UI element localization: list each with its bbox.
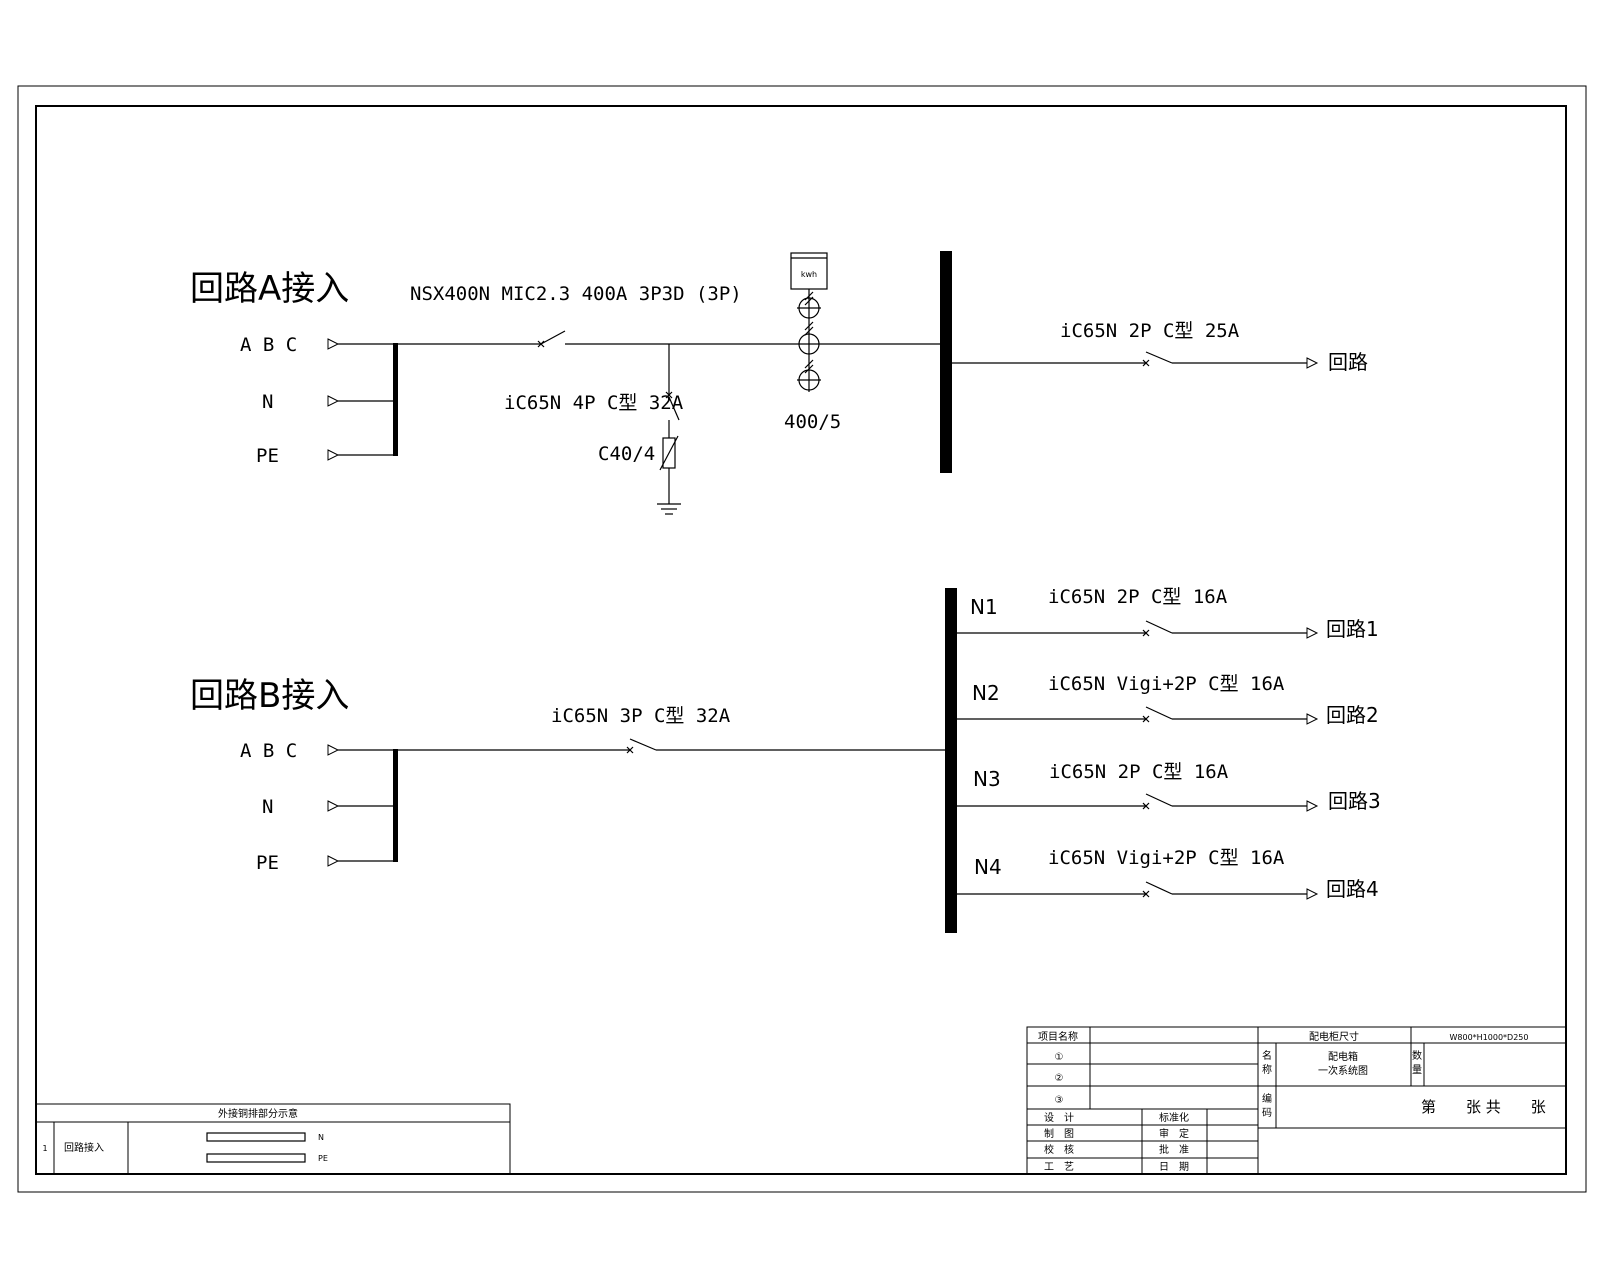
role-approve: 批 准 bbox=[1159, 1143, 1189, 1156]
output-label-n1: 回路1 bbox=[1326, 617, 1379, 641]
copper-bar-table: 外接铜排部分示意 1 回路接入 N PE bbox=[35, 1103, 511, 1175]
arrow-out-a bbox=[1306, 357, 1319, 369]
arrow-a-n bbox=[327, 395, 340, 407]
role-design: 设 计 bbox=[1044, 1111, 1074, 1124]
outer-border bbox=[17, 85, 1587, 1193]
role-date: 日 期 bbox=[1159, 1161, 1189, 1173]
arrow-b-abc bbox=[327, 744, 340, 756]
role-drafting: 制 图 bbox=[1044, 1127, 1074, 1140]
current-transformer-icon: kwh bbox=[790, 252, 828, 392]
circuit-a-phase-abc: A B C bbox=[240, 334, 297, 356]
kwh-meter-label: kwh bbox=[801, 270, 817, 279]
copper-table-row-no: 1 bbox=[42, 1144, 47, 1153]
role-check: 校 核 bbox=[1044, 1143, 1074, 1156]
name-label-2: 称 bbox=[1262, 1063, 1272, 1076]
name-value-1: 配电箱 bbox=[1328, 1050, 1358, 1063]
arrow-b-pe bbox=[327, 855, 340, 867]
bus-label-n3: N3 bbox=[973, 767, 1001, 791]
name-label-1: 名 bbox=[1262, 1049, 1272, 1062]
name-value-2: 一次系统图 bbox=[1318, 1064, 1368, 1077]
sheet-number: 第 张 共 张 bbox=[1421, 1098, 1546, 1116]
ct-ratio-label: 400/5 bbox=[784, 411, 841, 433]
spd-breaker-symbol bbox=[668, 396, 680, 421]
breaker-label-n4: iC65N Vigi+2P C型 16A bbox=[1048, 847, 1285, 869]
copper-bar-n-label: N bbox=[318, 1133, 324, 1142]
outgoing-a-label: 回路 bbox=[1328, 350, 1368, 374]
bus-label-n4: N4 bbox=[974, 855, 1002, 879]
main-breaker-a-label: NSX400N MIC2.3 400A 3P3D (3P) bbox=[410, 283, 742, 305]
spd-breaker-label: iC65N 4P C型 32A bbox=[504, 392, 684, 414]
output-n4: N4 iC65N Vigi+2P C型 16A 回路4 bbox=[957, 847, 1379, 901]
project-name-label: 项目名称 bbox=[1038, 1030, 1078, 1043]
role-review: 审 定 bbox=[1159, 1127, 1189, 1140]
outgoing-breaker-a-symbol bbox=[1145, 351, 1173, 364]
title-block: 项目名称 ① ② ③ 设 计 制 图 校 核 工 艺 标准化 审 定 批 准 日… bbox=[1026, 1026, 1567, 1175]
spd-label: C40/4 bbox=[598, 443, 655, 465]
circuit-b-phase-n: N bbox=[262, 796, 273, 818]
copper-table-row-label: 回路接入 bbox=[64, 1141, 104, 1154]
copper-table-title: 外接铜排部分示意 bbox=[218, 1107, 298, 1120]
circuit-b-phase-pe: PE bbox=[256, 852, 279, 874]
main-bus-a bbox=[940, 251, 952, 473]
qty-label-2: 量 bbox=[1412, 1064, 1422, 1076]
copper-bar-pe bbox=[206, 1153, 306, 1163]
incoming-bus-b bbox=[393, 749, 398, 862]
circuit-a-phase-n: N bbox=[262, 391, 273, 413]
output-n3: N3 iC65N 2P C型 16A 回路3 bbox=[957, 761, 1381, 813]
output-label-n3: 回路3 bbox=[1328, 789, 1381, 813]
bus-label-n2: N2 bbox=[972, 681, 1000, 705]
breaker-label-n3: iC65N 2P C型 16A bbox=[1049, 761, 1229, 783]
outgoing-breaker-a-label: iC65N 2P C型 25A bbox=[1060, 320, 1240, 342]
output-n1: N1 iC65N 2P C型 16A 回路1 bbox=[957, 586, 1379, 641]
main-bus-b bbox=[945, 588, 957, 933]
output-n2: N2 iC65N Vigi+2P C型 16A 回路2 bbox=[957, 673, 1379, 727]
item-3: ③ bbox=[1055, 1095, 1064, 1106]
role-process: 工 艺 bbox=[1044, 1161, 1074, 1173]
main-breaker-b-label: iC65N 3P C型 32A bbox=[551, 705, 731, 727]
breaker-label-n2: iC65N Vigi+2P C型 16A bbox=[1048, 673, 1285, 695]
ground-icon bbox=[657, 503, 681, 515]
output-label-n2: 回路2 bbox=[1326, 703, 1379, 727]
code-label-2: 码 bbox=[1262, 1107, 1272, 1119]
arrow-b-n bbox=[327, 800, 340, 812]
main-breaker-a-symbol bbox=[537, 330, 669, 348]
main-breaker-b-symbol bbox=[629, 738, 657, 751]
circuit-b-phase-abc: A B C bbox=[240, 740, 297, 762]
code-label-1: 编 bbox=[1262, 1092, 1272, 1105]
incoming-bus-a bbox=[393, 343, 398, 456]
circuit-a-title: 回路A接入 bbox=[190, 269, 349, 309]
output-label-n4: 回路4 bbox=[1326, 877, 1379, 901]
qty-label-1: 数 bbox=[1412, 1049, 1422, 1062]
role-standard: 标准化 bbox=[1159, 1111, 1189, 1124]
copper-bar-n bbox=[206, 1132, 306, 1142]
arrow-a-pe bbox=[327, 449, 340, 461]
circuit-a-phase-pe: PE bbox=[256, 445, 279, 467]
arrow-a-abc bbox=[327, 338, 340, 350]
circuit-a: 回路A接入 A B C N PE NSX400N MIC2.3 400A 3P3… bbox=[190, 251, 1368, 515]
circuit-b: 回路B接入 A B C N PE iC65N 3P C型 32A N1 iC65… bbox=[190, 586, 1381, 933]
copper-bar-pe-label: PE bbox=[318, 1154, 328, 1163]
bus-label-n1: N1 bbox=[970, 595, 998, 619]
circuit-b-title: 回路B接入 bbox=[190, 676, 349, 716]
item-2: ② bbox=[1055, 1073, 1064, 1084]
inner-border bbox=[35, 105, 1567, 1175]
item-1: ① bbox=[1055, 1052, 1064, 1063]
breaker-label-n1: iC65N 2P C型 16A bbox=[1048, 586, 1228, 608]
cabinet-size-label: 配电柜尺寸 bbox=[1309, 1030, 1359, 1043]
cabinet-size-value: W800*H1000*D250 bbox=[1450, 1033, 1529, 1042]
